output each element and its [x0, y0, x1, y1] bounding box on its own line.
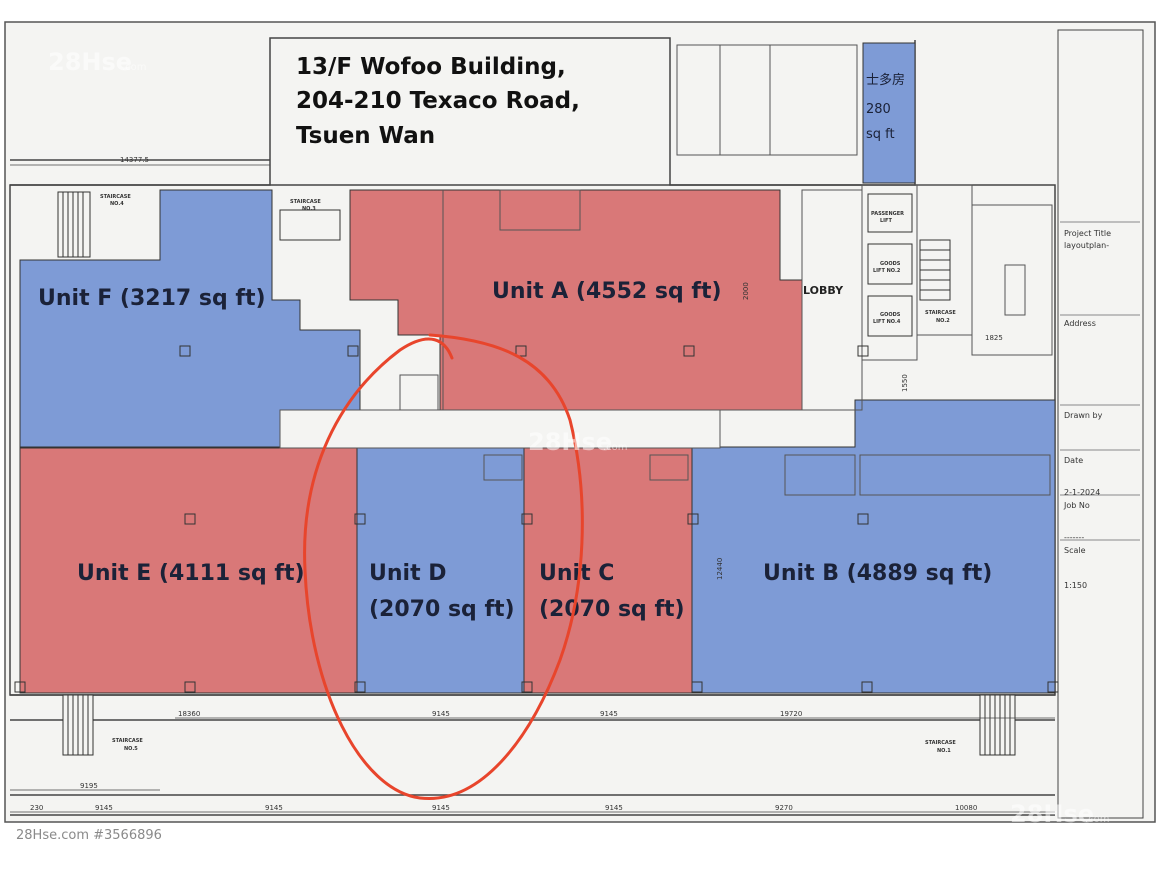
dim-lower-left: 9195: [80, 782, 98, 790]
staircase-1-label-2: NO.1: [937, 748, 951, 754]
watermark-center: 28Hse: [528, 428, 612, 456]
watermark-top-left-domain: .com: [122, 62, 147, 73]
unit-d-area: [356, 447, 525, 694]
store-room-name: 士多房: [866, 72, 905, 88]
tb-project-value: layoutplan-: [1064, 241, 1109, 250]
staircase-5-label-1: STAIRCASE: [112, 738, 143, 744]
dim-c-width: 9145: [600, 710, 618, 718]
title-line-1: 13/F Wofoo Building,: [296, 54, 566, 80]
dim-top-width: 14377.5: [120, 156, 149, 164]
unit-c-label-line-1: Unit C: [539, 561, 614, 586]
staircase-hatches: [57, 191, 1016, 756]
watermark-center-domain: .com: [603, 442, 628, 453]
column-markers: [14, 345, 1059, 693]
dim-bottom-6: 9270: [775, 804, 793, 812]
tb-scale: Scale: [1064, 546, 1086, 555]
watermark-bottom-right-domain: .com: [1085, 814, 1110, 825]
store-room-area: [862, 42, 916, 184]
unit-c-label-line-2: (2070 sq ft): [539, 597, 685, 622]
dim-bottom-3: 9145: [265, 804, 283, 812]
lift-boxes: [867, 193, 913, 337]
goods-lift-2-label-1: GOODS: [880, 261, 901, 267]
tb-address: Address: [1064, 319, 1096, 328]
watermark-bottom-right: 28Hse: [1010, 800, 1094, 828]
unit-d-label-line-1: Unit D: [369, 561, 447, 586]
staircase-5-label-2: NO.5: [124, 746, 138, 752]
goods-lift-2-label-2: LIFT NO.2: [873, 268, 901, 274]
staircase-1-label-1: STAIRCASE: [925, 740, 956, 746]
dim-bottom-1: 230: [30, 804, 43, 812]
title-block-frame: [1057, 29, 1144, 819]
dim-misc-c: 1550: [901, 374, 909, 392]
tb-date: Date: [1064, 456, 1083, 465]
dim-b-height: 12440: [716, 558, 724, 580]
dim-b-width: 19720: [780, 710, 802, 718]
title-block-rules: [1060, 221, 1140, 541]
dim-misc-a: 2000: [742, 282, 750, 300]
tb-job-no: Job No: [1063, 501, 1090, 510]
tb-scale-value: 1:150: [1064, 581, 1087, 590]
highlight-circle: [303, 333, 584, 800]
dim-bottom-4: 9145: [432, 804, 450, 812]
lobby-label: LOBBY: [803, 284, 844, 297]
passenger-lift-label-1: PASSENGER: [871, 211, 904, 217]
staircase-3-label-2: NO.3: [302, 206, 316, 212]
store-room-unit: sq ft: [866, 127, 895, 142]
staircase-2-label-1: STAIRCASE: [925, 310, 956, 316]
staircase-4-label-2: NO.4: [110, 201, 124, 207]
goods-lift-4-label-1: GOODS: [880, 312, 901, 318]
dim-bottom-7: 10080: [955, 804, 977, 812]
image-source-caption: 28Hse.com #3566896: [16, 828, 162, 843]
watermark-top-left: 28Hse: [48, 48, 132, 76]
goods-lift-4-label-2: LIFT NO.4: [873, 319, 901, 325]
unit-e-label: Unit E (4111 sq ft): [77, 561, 305, 586]
tb-date-value: 2-1-2024: [1064, 488, 1100, 497]
staircase-4-label-1: STAIRCASE: [100, 194, 131, 200]
dim-d-width: 9145: [432, 710, 450, 718]
store-room-size: 280: [866, 102, 891, 117]
dim-bottom-5: 9145: [605, 804, 623, 812]
tb-drawn-by: Drawn by: [1064, 411, 1103, 420]
dim-bottom-left: 18360: [178, 710, 200, 718]
dim-misc-b: 1825: [985, 334, 1003, 342]
unit-b-label: Unit B (4889 sq ft): [763, 561, 992, 586]
dimension-lines: [10, 164, 1055, 813]
title-line-3: Tsuen Wan: [296, 123, 435, 149]
staircase-3-label-1: STAIRCASE: [290, 199, 321, 205]
passenger-lift-label-2: LIFT: [880, 218, 892, 224]
dim-bottom-2: 9145: [95, 804, 113, 812]
service-lines: [279, 44, 1053, 496]
tb-job-value: -------: [1064, 533, 1084, 542]
tb-project-title: Project Title: [1064, 229, 1111, 238]
unit-c-area: [523, 447, 693, 694]
unit-f-label: Unit F (3217 sq ft): [38, 286, 266, 311]
title-line-2: 204-210 Texaco Road,: [296, 88, 580, 114]
unit-a-label: Unit A (4552 sq ft): [492, 279, 722, 304]
unit-d-label-line-2: (2070 sq ft): [369, 597, 515, 622]
staircase-2-label-2: NO.2: [936, 318, 950, 324]
